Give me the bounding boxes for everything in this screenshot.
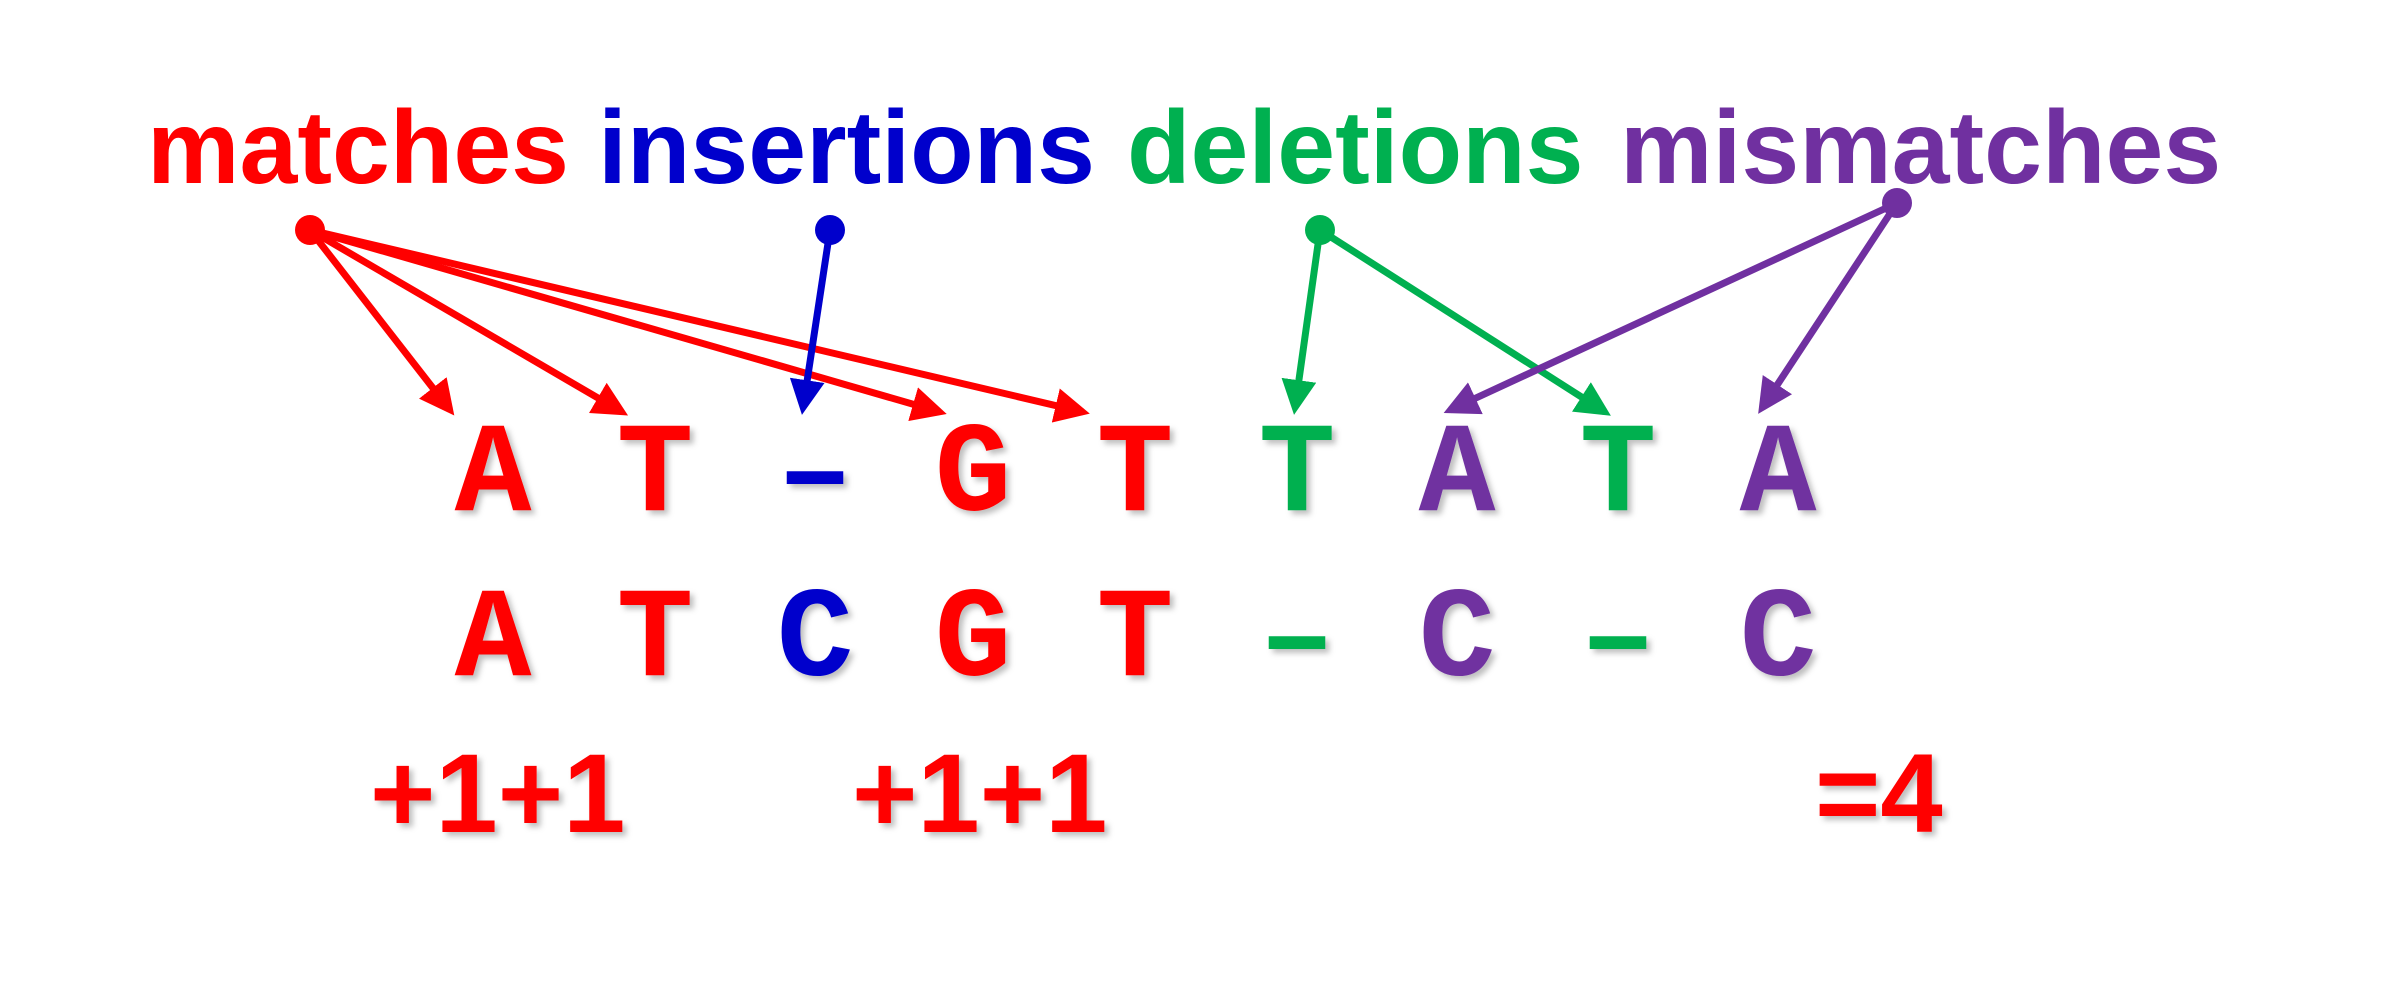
mismatch-arrows [1443, 188, 1912, 415]
bottom-base-9: C [1740, 569, 1817, 714]
match-arrow-3 [309, 226, 947, 422]
bottom-base-2: T [617, 569, 694, 714]
top-base-1: A [455, 404, 532, 549]
bottom-base-5: T [1097, 569, 1174, 714]
score-total: =4 [1815, 731, 1943, 856]
mismatch-arrow-1 [1443, 199, 1899, 415]
top-base-4: G [935, 404, 1012, 549]
bottom-base-7: C [1419, 569, 1496, 714]
deletion-arrow-1 [1281, 229, 1324, 415]
top-base-3: – [777, 404, 854, 549]
bottom-base-1: A [455, 569, 532, 714]
match-arrows [295, 215, 1090, 423]
label-insertions: insertions [598, 90, 1095, 206]
bottom-base-3: C [777, 569, 854, 714]
deletion-arrow-2 [1318, 227, 1611, 416]
bottom-base-6: – [1259, 569, 1336, 714]
top-base-6: T [1259, 404, 1336, 549]
score-part-2: +1+1 [852, 731, 1107, 856]
insertion-arrow-1 [789, 229, 834, 415]
deletion-arrows [1281, 215, 1611, 416]
top-base-8: T [1580, 404, 1657, 549]
mismatch-arrow-2 [1758, 201, 1900, 414]
match-arrow-4 [309, 226, 1090, 423]
label-mismatches: mismatches [1620, 90, 2221, 206]
score-part-1: +1+1 [370, 731, 625, 856]
match-arrow-2 [308, 226, 629, 416]
insertion-arrows [789, 215, 845, 415]
top-base-2: T [617, 404, 694, 549]
label-matches: matches [147, 90, 569, 206]
bottom-base-4: G [935, 569, 1012, 714]
label-deletions: deletions [1127, 90, 1584, 206]
top-base-5: T [1097, 404, 1174, 549]
top-base-9: A [1740, 404, 1817, 549]
bottom-base-8: – [1580, 569, 1657, 714]
top-base-7: A [1419, 404, 1496, 549]
match-arrow-1 [307, 227, 455, 416]
